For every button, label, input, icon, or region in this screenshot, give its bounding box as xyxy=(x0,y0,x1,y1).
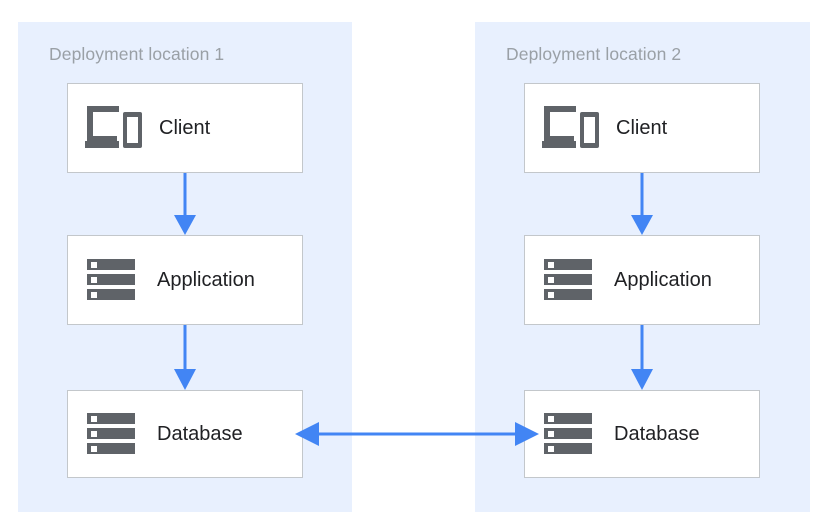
node-application-2-label: Application xyxy=(614,268,712,291)
node-database-1[interactable]: Database xyxy=(67,390,303,478)
node-database-2-label: Database xyxy=(614,422,700,445)
arrow-client-to-application-1 xyxy=(174,173,196,235)
node-database-2[interactable]: Database xyxy=(524,390,760,478)
deployment-location-1-panel: Deployment location 1 Client Application xyxy=(18,22,352,512)
arrow-client-to-application-2 xyxy=(631,173,653,235)
deployment-location-2-title: Deployment location 2 xyxy=(506,44,682,64)
node-application-1[interactable]: Application xyxy=(67,235,303,325)
server-icon xyxy=(544,413,592,454)
node-database-1-label: Database xyxy=(157,422,243,445)
node-client-1[interactable]: Client xyxy=(67,83,303,173)
arrow-application-to-database-1 xyxy=(174,325,196,390)
node-client-2[interactable]: Client xyxy=(524,83,760,173)
arrow-database-1-to-database-2 xyxy=(295,422,539,446)
server-icon xyxy=(87,413,135,454)
node-client-2-label: Client xyxy=(616,116,668,139)
client-devices-icon xyxy=(542,106,599,148)
node-client-1-label: Client xyxy=(159,116,211,139)
server-icon xyxy=(87,259,135,300)
client-devices-icon xyxy=(85,106,142,148)
deployment-location-1-title: Deployment location 1 xyxy=(49,44,225,64)
server-icon xyxy=(544,259,592,300)
node-application-1-label: Application xyxy=(157,268,255,291)
deployment-location-2-panel: Deployment location 2 Client Application xyxy=(475,22,810,512)
arrow-application-to-database-2 xyxy=(631,325,653,390)
node-application-2[interactable]: Application xyxy=(524,235,760,325)
